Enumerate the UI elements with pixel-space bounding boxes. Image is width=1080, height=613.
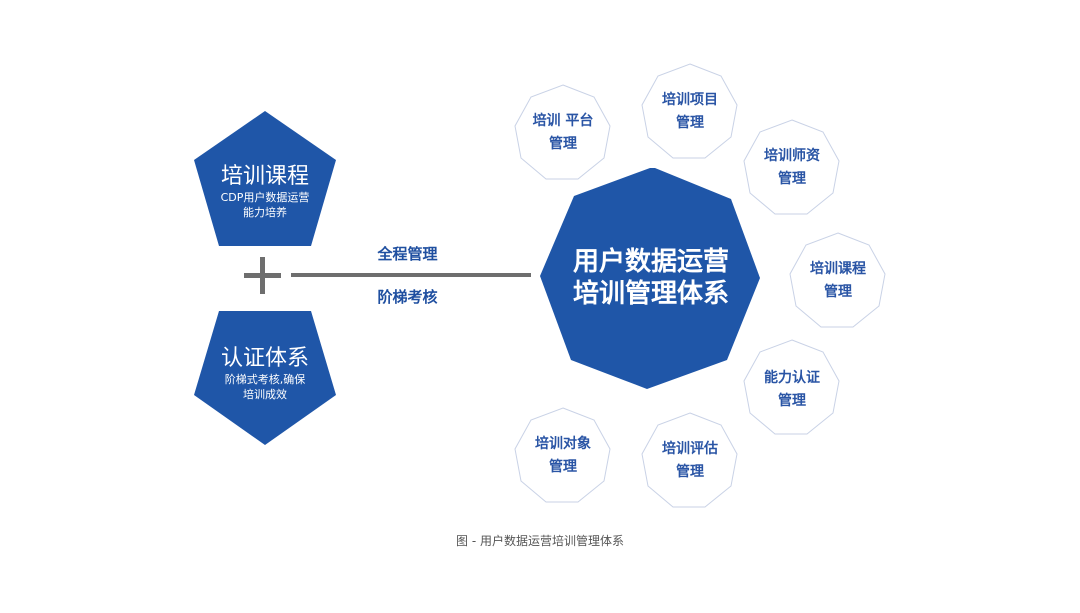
center-nonagon: [540, 168, 760, 389]
node-project: 培训项目 管理: [640, 89, 740, 135]
node-platform-line1: 培训 平台: [532, 113, 594, 129]
node-trainee-line2: 管理: [549, 459, 577, 475]
node-shape-evaluation: [641, 412, 738, 508]
connector-line: [291, 273, 531, 277]
figure-caption: 图 - 用户数据运营培训管理体系: [456, 534, 624, 548]
node-instructor-line1: 培训师资: [764, 148, 820, 164]
node-trainee: 培训对象 管理: [513, 433, 613, 479]
node-shape-project: [641, 63, 738, 159]
connector-label-top: 全程管理: [377, 245, 438, 263]
node-platform: 培训 平台 管理: [513, 110, 613, 156]
plus-icon: [244, 257, 281, 294]
node-shape-platform: [514, 84, 611, 180]
node-project-line2: 管理: [676, 115, 704, 131]
certification-title: 认证体系: [220, 346, 309, 371]
certification-pentagon: [194, 311, 336, 445]
node-project-line1: 培训项目: [662, 92, 718, 108]
node-shape-course: [789, 232, 886, 328]
node-instructor: 培训师资 管理: [742, 145, 842, 191]
node-platform-line2: 管理: [549, 136, 577, 152]
node-course-line1: 培训课程: [810, 261, 866, 277]
node-evaluation-line2: 管理: [676, 464, 704, 480]
node-evaluation-line1: 培训评估: [662, 441, 718, 457]
node-certification: 能力认证 管理: [742, 367, 842, 413]
center-line2: 培训管理体系: [572, 279, 729, 309]
center-line1: 用户数据运营: [572, 247, 729, 277]
node-certification-line1: 能力认证: [764, 370, 820, 386]
course-pentagon: [194, 111, 336, 246]
node-course: 培训课程 管理: [788, 258, 888, 304]
course-title: 培训课程: [220, 164, 309, 189]
node-certification-line2: 管理: [778, 393, 806, 409]
node-shape-trainee: [514, 407, 611, 503]
node-course-line2: 管理: [824, 284, 852, 300]
certification-subtitle-line2: 培训成效: [243, 388, 287, 401]
course-subtitle-line1: CDP用户数据运营: [220, 191, 310, 204]
certification-pentagon-label: 认证体系 阶梯式考核,确保 培训成效: [194, 346, 336, 402]
node-shape-instructor: [743, 119, 840, 215]
connector-label-bottom: 阶梯考核: [377, 288, 438, 306]
node-trainee-line1: 培训对象: [535, 436, 591, 452]
node-evaluation: 培训评估 管理: [640, 438, 740, 484]
course-pentagon-label: 培训课程 CDP用户数据运营 能力培养: [194, 164, 336, 220]
node-shape-certification: [743, 339, 840, 435]
certification-subtitle-line1: 阶梯式考核,确保: [224, 373, 306, 386]
course-subtitle-line2: 能力培养: [243, 206, 287, 219]
node-instructor-line2: 管理: [778, 171, 806, 187]
center-label: 用户数据运营 培训管理体系: [541, 246, 761, 310]
